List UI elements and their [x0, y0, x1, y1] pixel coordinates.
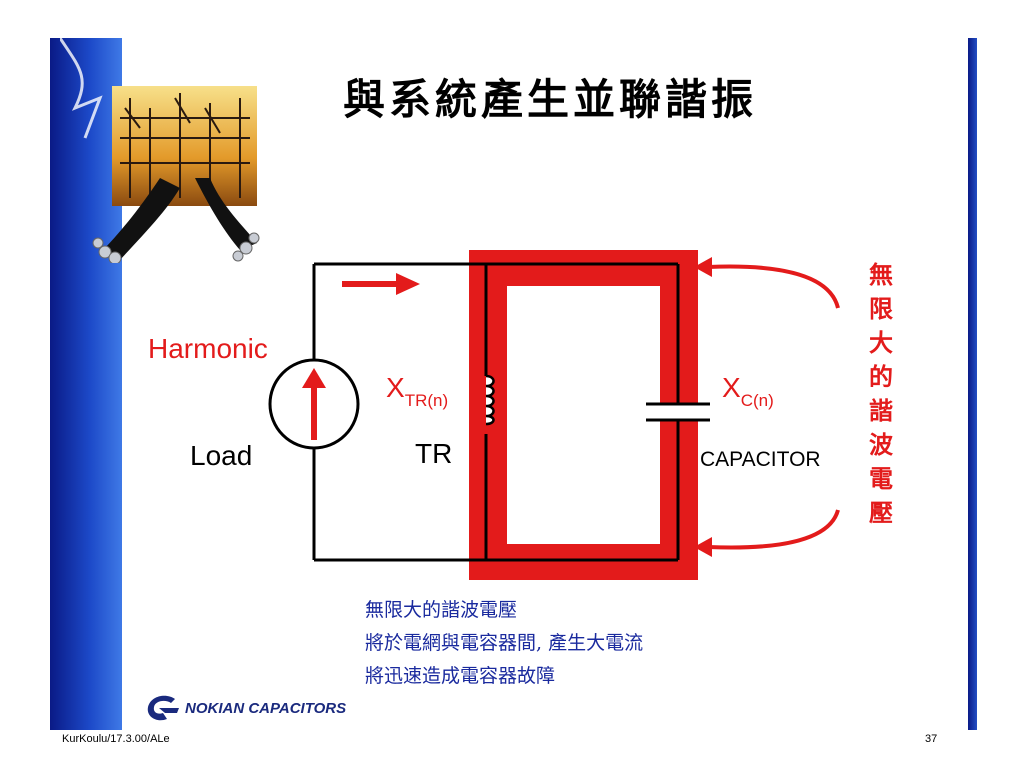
x-tr-reactance-label: XTR(n)	[386, 372, 448, 410]
tr-label: TR	[415, 438, 453, 469]
power-lines-image	[60, 38, 260, 263]
infinite-harmonic-voltage-vertical-text: 無限大的諧波電壓	[869, 260, 893, 527]
explanation-note: 無限大的諧波電壓 將於電網與電容器間, 產生大電流 將迅速造成電容器故障	[365, 594, 643, 693]
harmonic-current-source	[268, 358, 360, 450]
x-c-main: X	[722, 372, 741, 403]
load-label: Load	[190, 440, 253, 471]
page-title: 與系統產生並聯諧振	[342, 75, 757, 124]
footer-reference: KurKoulu/17.3.00/ALe	[62, 733, 170, 745]
left-decorative-bar	[50, 38, 122, 730]
red-loop-inner	[507, 286, 660, 544]
right-decorative-bar	[968, 38, 977, 730]
x-tr-main: X	[386, 372, 405, 403]
harmonic-label: Harmonic	[148, 333, 268, 364]
note-line: 將於電網與電容器間, 產生大電流	[365, 632, 644, 654]
transformer-inductor-symbol	[485, 374, 495, 426]
note-line: 將迅速造成電容器故障	[365, 665, 556, 687]
nokian-logo: NOKIAN CAPACITORS	[145, 693, 346, 723]
logo-text: NOKIAN CAPACITORS	[185, 699, 347, 717]
current-direction-arrow	[342, 273, 420, 295]
x-c-reactance-label: XC(n)	[722, 372, 774, 410]
x-c-subscript: C(n)	[740, 391, 774, 410]
nokian-swirl-icon	[147, 695, 179, 721]
page-number: 37	[925, 733, 938, 745]
x-tr-subscript: TR(n)	[404, 391, 449, 410]
circuit-wires	[312, 262, 680, 562]
note-line: 無限大的諧波電壓	[365, 599, 518, 621]
capacitor-symbol	[645, 402, 711, 422]
voltage-bracket-arrows	[694, 257, 840, 557]
capacitor-label: CAPACITOR	[700, 448, 821, 471]
